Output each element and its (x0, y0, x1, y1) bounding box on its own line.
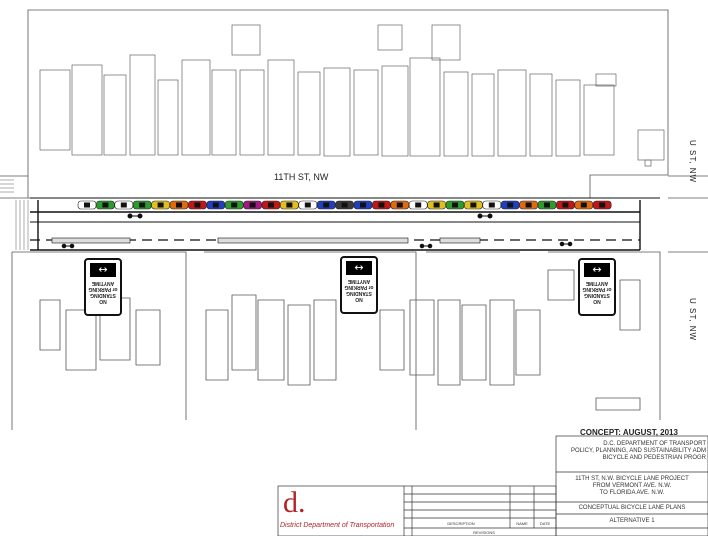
car-windshield (415, 202, 422, 208)
car-windshield (176, 202, 182, 208)
title-block-lines (277, 435, 708, 536)
double-arrow-icon: ↔ (90, 263, 116, 277)
street-label-11th: 11TH ST, NW (274, 172, 329, 182)
car-windshield (580, 202, 587, 208)
car-windshield (157, 202, 164, 208)
car-windshield (268, 202, 274, 208)
car-windshield (507, 202, 514, 208)
sheet-title: CONCEPTUAL BICYCLE LANE PLANS (578, 505, 686, 511)
revisions-col-name: NAME (516, 521, 528, 526)
car-windshield (360, 202, 366, 208)
car-windshield (102, 202, 109, 208)
crosswalk (0, 179, 29, 250)
car-windshield (120, 202, 127, 208)
car-windshield (212, 202, 219, 208)
car-windshield (396, 202, 403, 208)
car-windshield (84, 202, 90, 208)
car-windshield (488, 202, 495, 208)
car-windshield (562, 202, 569, 208)
project-title: 11TH ST, N.W. BICYCLE LANE PROJECT FROM … (575, 476, 689, 496)
car-windshield (378, 202, 385, 208)
bike-symbol (477, 213, 493, 219)
revisions-col-description: DESCRIPTION (447, 521, 475, 526)
car-windshield (433, 202, 440, 208)
car-windshield (525, 202, 532, 208)
double-arrow-icon: ↔ (346, 261, 372, 275)
revisions-caption: REVISIONS (473, 530, 495, 535)
revisions-col-date: DATE (539, 521, 551, 526)
car-windshield (249, 202, 256, 208)
street-label-u-st-north: U ST, NW (688, 140, 697, 184)
concept-date: CONCEPT: AUGUST, 2013 (580, 428, 678, 437)
car-windshield (231, 202, 238, 208)
parked-cars (77, 200, 612, 210)
bike-symbol (127, 213, 143, 219)
roadway (30, 197, 660, 251)
north-buildings (39, 24, 665, 167)
north-block (0, 9, 708, 199)
car-windshield (544, 202, 550, 208)
double-arrow-icon: ↔ (584, 263, 610, 277)
car-windshield (139, 202, 146, 208)
ddot-logo-mark: d. (283, 486, 306, 519)
car-windshield (304, 202, 311, 208)
bike-symbol (559, 241, 573, 247)
car-windshield (341, 202, 348, 208)
agency-name: D.C. DEPARTMENT OF TRANSPORT POLICY, PLA… (570, 441, 706, 461)
car-windshield (599, 202, 606, 208)
car-windshield (470, 202, 477, 208)
car-windshield (452, 202, 458, 208)
car-windshield (323, 202, 330, 208)
car-windshield (194, 202, 201, 208)
ddot-logo-text: District Department of Transportation (280, 522, 395, 529)
alternative-label: ALTERNATIVE 1 (609, 518, 655, 524)
south-block (11, 251, 708, 430)
car-windshield (286, 202, 293, 208)
bike-symbol (419, 243, 433, 249)
bike-lane-symbols (61, 213, 573, 249)
street-label-u-st-south: U ST, NW (688, 298, 697, 342)
bike-symbol (61, 243, 75, 249)
